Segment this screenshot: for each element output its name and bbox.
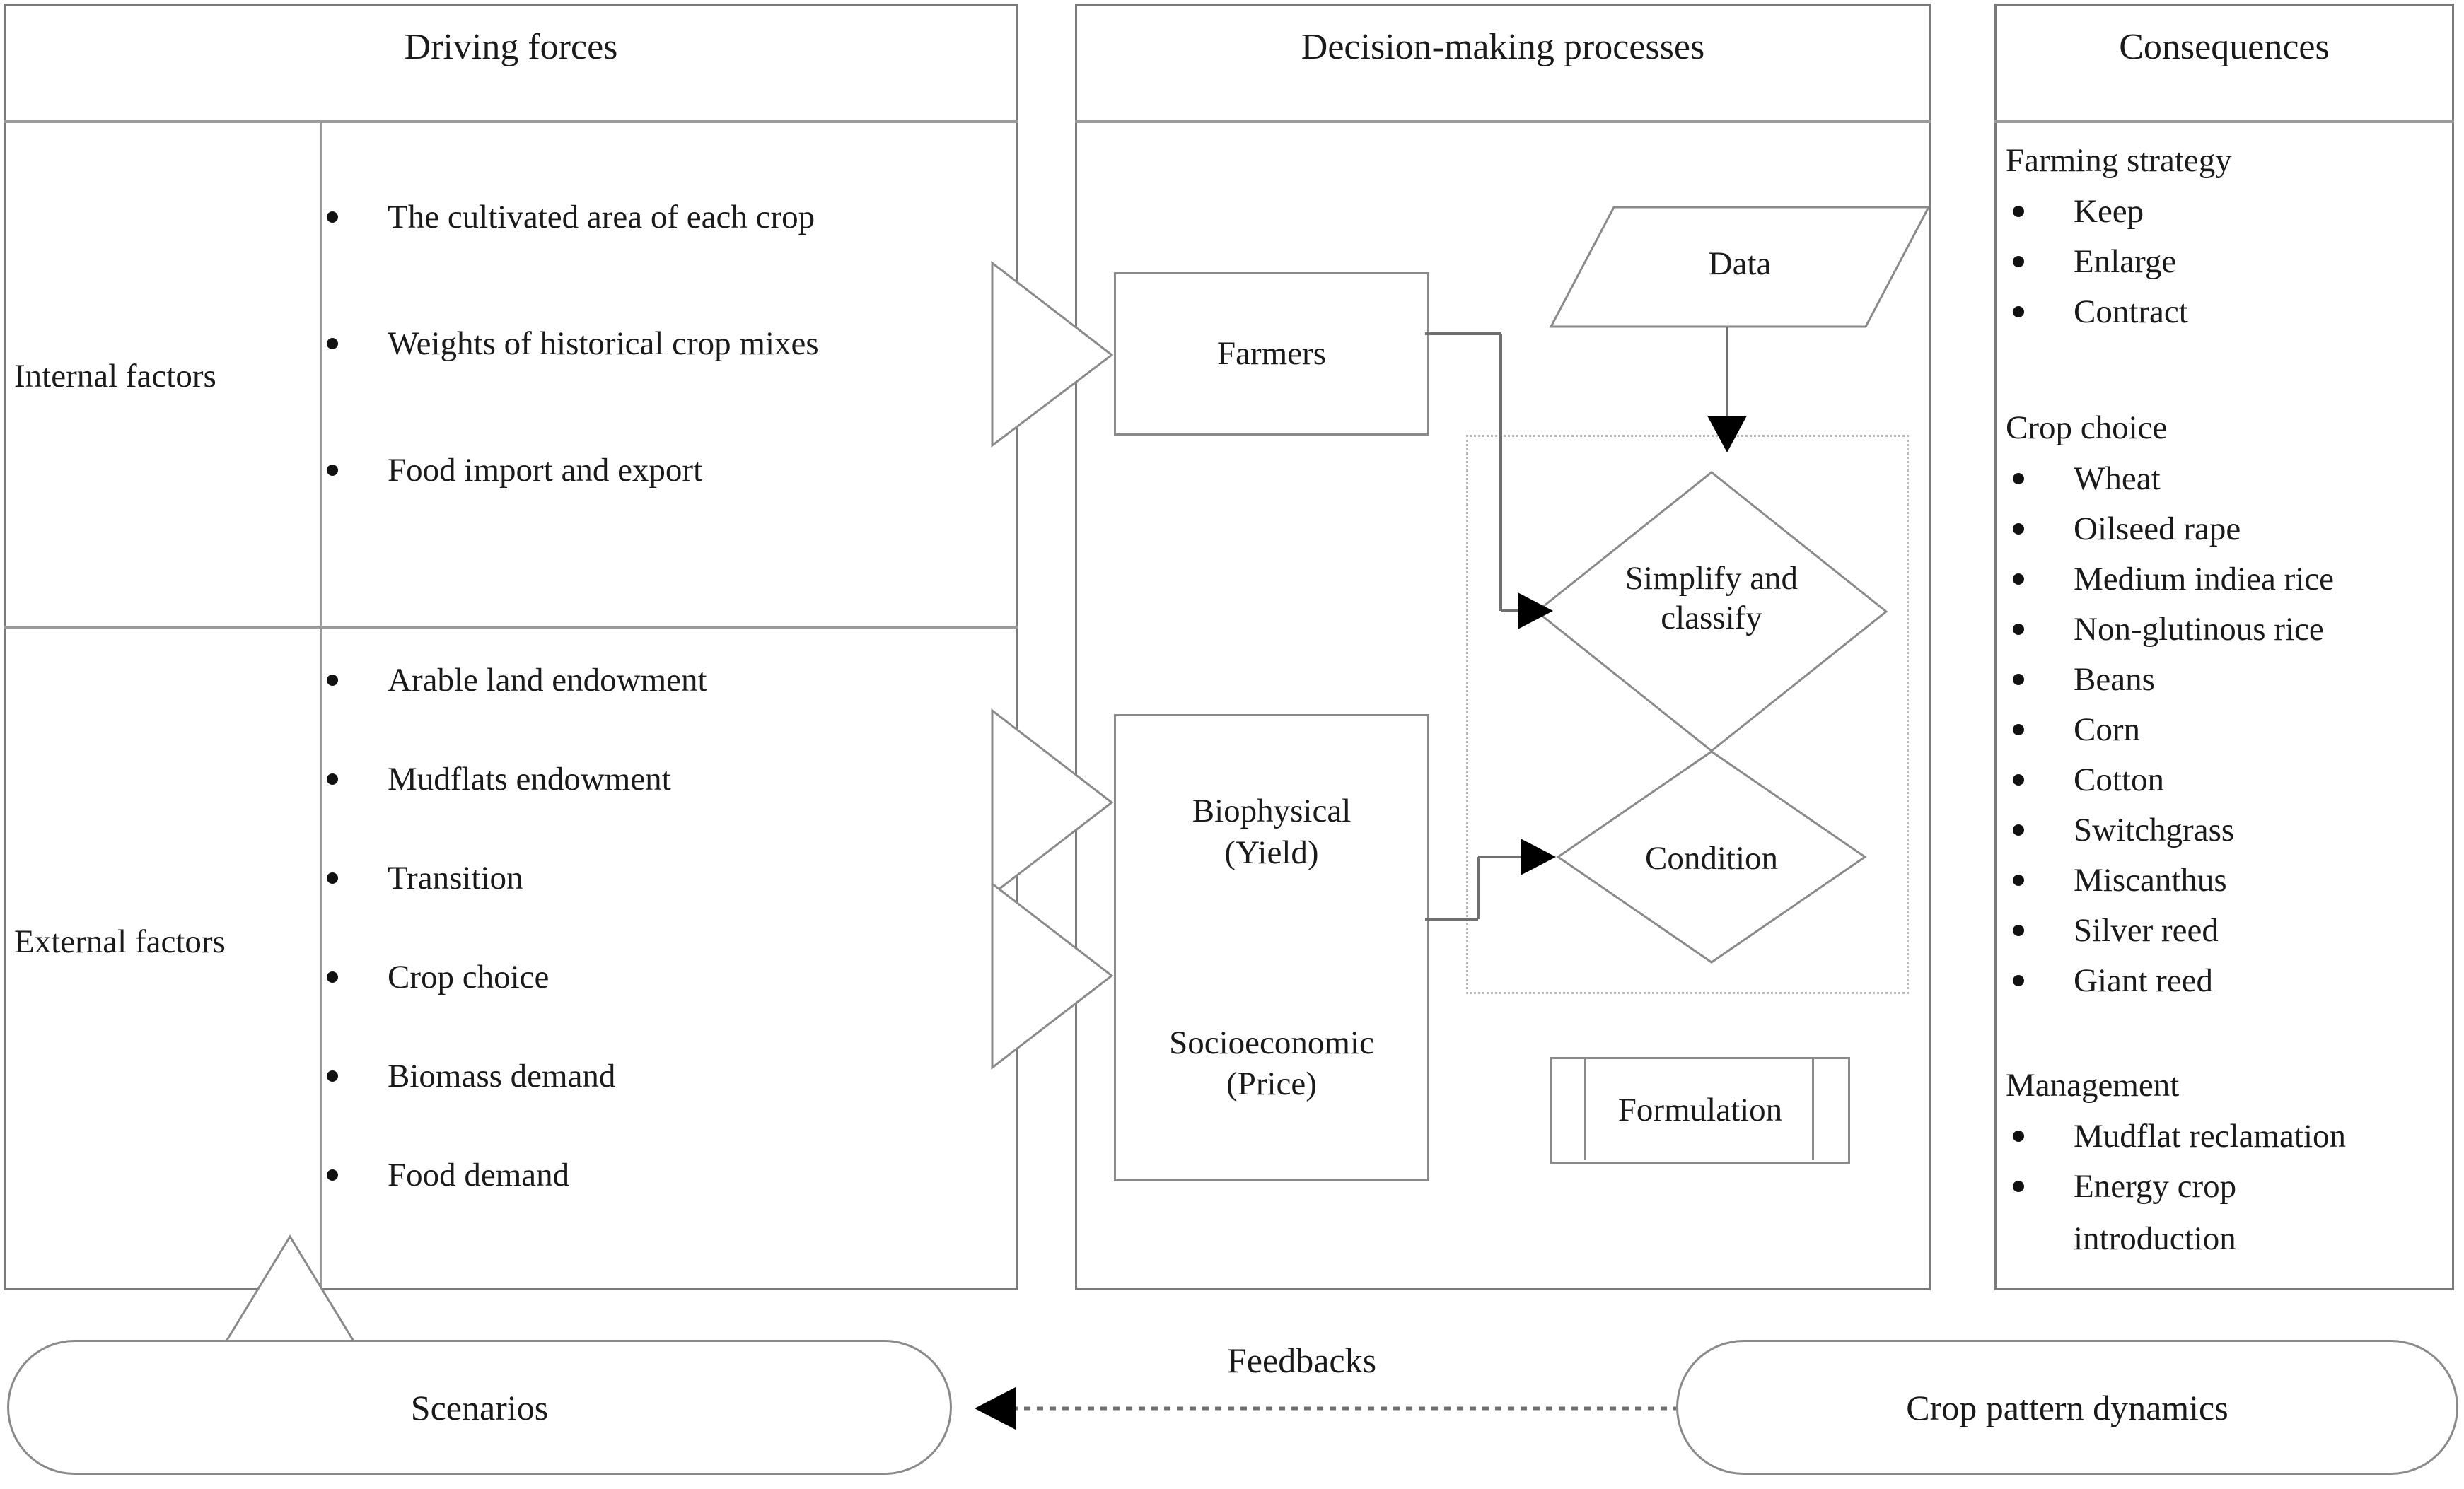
consequences-group-heading-crop-choice: Crop choice xyxy=(2006,409,2168,446)
driving-forces-row-divider xyxy=(4,626,1018,629)
internal-factors-list: The cultivated area of each crop Weights… xyxy=(320,198,1013,489)
row-label-internal-factors: Internal factors xyxy=(14,358,216,395)
list-item: Silver reed xyxy=(2006,911,2458,950)
arrowhead-farmers-to-simplify xyxy=(1518,592,1553,629)
arrowhead-biophysical-to-condition xyxy=(1521,839,1556,875)
formulation-left-bar xyxy=(1584,1057,1586,1160)
node-biophysical-line2: (Yield) xyxy=(1224,834,1319,871)
row-label-external-factors: External factors xyxy=(14,923,226,960)
node-socioeconomic-label: Socioeconomic (Price) xyxy=(1169,1022,1374,1106)
list-item: Corn xyxy=(2006,711,2458,749)
node-scenarios[interactable]: Scenarios xyxy=(7,1340,952,1475)
list-item: Biomass demand xyxy=(320,1057,1013,1095)
formulation-right-bar xyxy=(1812,1057,1814,1160)
list-item: Enlarge xyxy=(2006,243,2458,281)
decision-processes-header-divider xyxy=(1075,120,1931,123)
driving-forces-header-divider xyxy=(4,120,1018,123)
node-formulation[interactable]: Formulation xyxy=(1550,1057,1850,1164)
management-list: Mudflat reclamation Energy crop xyxy=(2006,1117,2458,1205)
decision-subprocess-container xyxy=(1466,435,1909,994)
list-item: Giant reed xyxy=(2006,962,2458,1000)
panel-driving-forces-title: Driving forces xyxy=(404,27,618,67)
node-biophysical-label: Biophysical (Yield) xyxy=(1192,790,1352,874)
driving-forces-to-decision-arrows xyxy=(991,260,1114,1070)
list-item: Arable land endowment xyxy=(320,661,1013,699)
crop-choice-list: Wheat Oilseed rape Medium indiea rice No… xyxy=(2006,460,2458,1000)
node-condition-shape[interactable] xyxy=(1556,749,1867,965)
list-item: Miscanthus xyxy=(2006,861,2458,899)
panel-consequences-title: Consequences xyxy=(2119,27,2330,67)
list-item: Mudflat reclamation xyxy=(2006,1117,2458,1155)
node-formulation-label: Formulation xyxy=(1617,1092,1783,1129)
list-item: Energy crop xyxy=(2006,1167,2458,1205)
driving-forces-label-divider xyxy=(320,120,322,1290)
list-item: Crop choice xyxy=(320,958,1013,996)
node-farmers-label: Farmers xyxy=(1216,335,1326,373)
consequences-group-heading-farming-strategy: Farming strategy xyxy=(2006,142,2232,179)
panel-decision-processes-title: Decision-making processes xyxy=(1301,27,1705,67)
arrowhead-data-to-simplify xyxy=(1707,416,1747,452)
list-item: Switchgrass xyxy=(2006,811,2458,849)
list-item: Contract xyxy=(2006,293,2458,331)
list-item: Oilseed rape xyxy=(2006,510,2458,548)
list-item: The cultivated area of each crop xyxy=(320,198,1013,236)
arrowhead-feedback xyxy=(975,1387,1016,1430)
arrow-external-to-biophysical-lower xyxy=(991,881,1114,1070)
consequences-header-divider xyxy=(1994,120,2454,123)
list-item: Transition xyxy=(320,859,1013,897)
list-item: Keep xyxy=(2006,192,2458,230)
management-item-continuation: introduction xyxy=(2074,1220,2236,1257)
node-scenarios-label: Scenarios xyxy=(410,1387,549,1427)
node-crop-pattern-dynamics-label: Crop pattern dynamics xyxy=(1906,1387,2228,1427)
list-item: Weights of historical crop mixes xyxy=(320,325,1013,363)
node-biophysical-line1: Biophysical xyxy=(1192,793,1352,829)
consequences-group-heading-management: Management xyxy=(2006,1067,2180,1104)
list-item: Cotton xyxy=(2006,761,2458,799)
arrow-internal-to-farmers xyxy=(991,260,1114,448)
farming-strategy-list: Keep Enlarge Contract xyxy=(2006,192,2458,331)
list-item: Mudflats endowment xyxy=(320,760,1013,798)
external-factors-list: Arable land endowment Mudflats endowment… xyxy=(320,661,1013,1194)
node-biophysical-socioeconomic[interactable]: Biophysical (Yield) Socioeconomic (Price… xyxy=(1114,714,1429,1181)
node-data-shape[interactable] xyxy=(1549,205,1931,329)
list-item: Medium indiea rice xyxy=(2006,560,2458,598)
list-item: Food import and export xyxy=(320,451,1013,489)
list-item: Food demand xyxy=(320,1156,1013,1194)
feedbacks-label: Feedbacks xyxy=(1227,1341,1377,1380)
list-item: Wheat xyxy=(2006,460,2458,498)
node-crop-pattern-dynamics[interactable]: Crop pattern dynamics xyxy=(1676,1340,2458,1475)
arrow-external-to-biophysical-upper xyxy=(991,708,1114,897)
node-socioeconomic-line1: Socioeconomic xyxy=(1169,1024,1374,1061)
node-farmers[interactable]: Farmers xyxy=(1114,272,1429,436)
node-socioeconomic-line2: (Price) xyxy=(1226,1065,1317,1103)
list-item: Beans xyxy=(2006,660,2458,699)
list-item: Non-glutinous rice xyxy=(2006,610,2458,648)
